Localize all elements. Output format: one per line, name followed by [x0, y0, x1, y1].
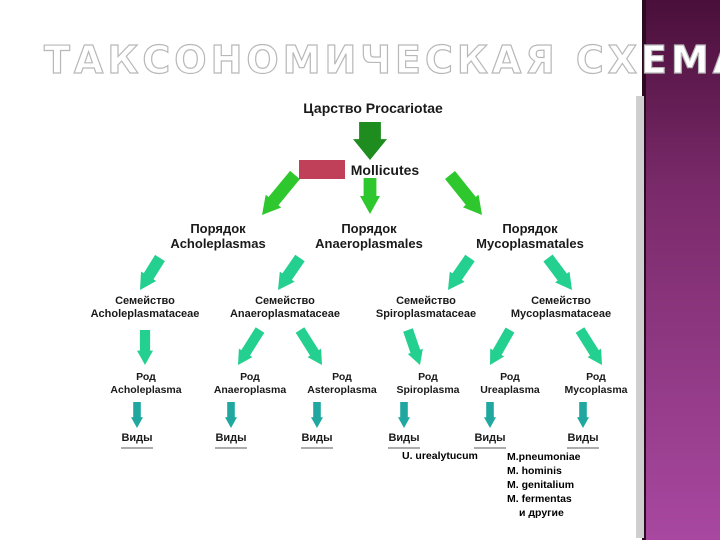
slide-title: ТАКСОНОМИЧЕСКАЯ СХЕМА: [43, 37, 720, 82]
species-ureaplasma: U. urealytucum: [402, 450, 478, 462]
tree-arrow: [137, 330, 153, 365]
species-label: Виды: [215, 432, 247, 444]
order-rank: Порядок: [502, 221, 558, 236]
tree-arrow: [448, 254, 475, 290]
species-item: и другие: [519, 507, 564, 519]
family-rank: Семейство: [115, 295, 175, 307]
tree-arrow: [131, 402, 143, 428]
tree-arrow: [140, 254, 165, 290]
family-rank: Семейство: [255, 295, 315, 307]
family-name: Anaeroplasmataceae: [229, 308, 341, 320]
genus-rank: Род: [332, 371, 352, 383]
species-item: M. fermentas: [507, 493, 572, 505]
order-name: Anaeroplasmales: [315, 236, 423, 251]
family-node: Семейство Acholeplasmataceae: [91, 295, 200, 321]
tree-arrow: [238, 327, 265, 365]
order-name: Mycoplasmatales: [476, 236, 584, 251]
tree-arrow: [295, 327, 322, 365]
tree-arrow: [398, 402, 410, 428]
tree-arrow: [360, 178, 380, 214]
species-label: Виды: [301, 432, 333, 444]
genus-node: Род Acholeplasma: [110, 371, 181, 397]
kingdom-label: Царство Procariotae: [303, 100, 443, 116]
side-decoration-strip: [642, 0, 646, 540]
class-name: Mollicutes: [350, 162, 420, 178]
tree-arrow: [262, 170, 300, 215]
side-decoration-panel: [642, 0, 720, 540]
tree-arrow: [225, 402, 237, 428]
genus-node: Род Spiroplasma: [396, 371, 459, 397]
tree-arrow: [278, 254, 305, 290]
family-rank: Семейство: [396, 295, 456, 307]
tree-arrow: [445, 171, 482, 215]
genus-rank: Род: [240, 371, 260, 383]
species-item: M. genitalium: [507, 479, 575, 491]
species-item: M.pneumoniae: [507, 451, 581, 463]
family-name: Spiroplasmataceae: [375, 308, 477, 320]
family-node: Семейство Mycoplasmataceae: [511, 295, 611, 321]
genus-name: Acholeplasma: [110, 384, 182, 396]
family-rank: Семейство: [531, 295, 591, 307]
tree-arrow: [543, 254, 572, 290]
order-rank: Порядок: [341, 221, 397, 236]
genus-name: Ureaplasma: [480, 384, 540, 396]
genus-name: Anaeroplasma: [213, 384, 287, 396]
tree-arrow: [484, 402, 496, 428]
species-label: Виды: [474, 432, 506, 444]
genus-node: Род Ureaplasma: [480, 371, 540, 397]
order-name: Acholeplasmas: [170, 236, 266, 251]
family-name: Acholeplasmataceae: [90, 308, 200, 320]
genus-rank: Род: [500, 371, 520, 383]
species-label: Виды: [388, 432, 420, 444]
genus-name: Spiroplasma: [396, 384, 460, 396]
family-node: Семейство Anaeroplasmataceae: [230, 295, 340, 321]
genus-node: Род Anaeroplasma: [214, 371, 286, 397]
class-highlight-box: [299, 160, 345, 179]
genus-node: Род Asteroplasma: [307, 371, 376, 397]
genus-rank: Род: [418, 371, 438, 383]
family-node: Семейство Spiroplasmataceae: [376, 295, 476, 321]
tree-arrow: [311, 402, 323, 428]
genus-name: Asteroplasma: [307, 384, 377, 396]
class-label: Mollicutes: [351, 162, 419, 178]
species-mycoplasma-list: M.pneumoniae M. hominis M. genitalium M.…: [507, 450, 581, 520]
species-label: Виды: [567, 432, 599, 444]
order-rank: Порядок: [190, 221, 246, 236]
species-label: Виды: [121, 432, 153, 444]
tree-arrow: [403, 328, 423, 365]
tree-arrow: [575, 327, 602, 365]
tree-arrow: [577, 402, 589, 428]
genus-rank: Род: [136, 371, 156, 383]
order-node: Порядок Anaeroplasmales: [315, 221, 423, 251]
family-name: Mycoplasmataceae: [510, 308, 612, 320]
genus-rank: Род: [586, 371, 606, 383]
order-node: Порядок Acholeplasmas: [170, 221, 265, 251]
genus-name: Mycoplasma: [564, 384, 628, 396]
tree-arrow: [490, 327, 515, 365]
side-gray-tab: [636, 96, 644, 538]
tree-arrow: [353, 122, 387, 160]
genus-node: Род Mycoplasma: [564, 371, 627, 397]
species-item: M. hominis: [507, 465, 562, 477]
order-node: Порядок Mycoplasmatales: [476, 221, 584, 251]
